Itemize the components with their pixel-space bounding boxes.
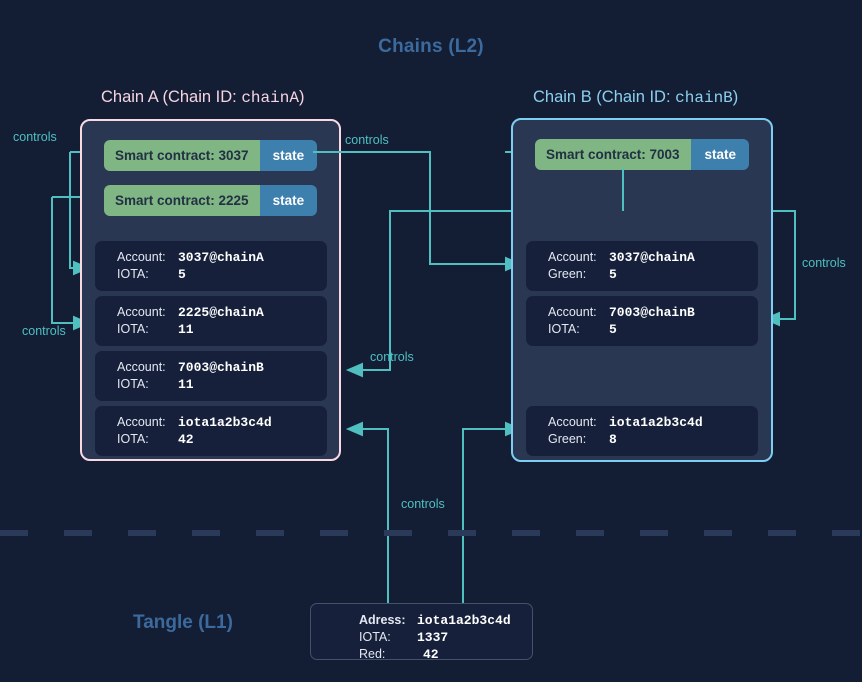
smart-contract-row[interactable]: Smart contract: 3037 state (104, 140, 317, 171)
account-key: Account: (117, 250, 166, 264)
account-line: Green: 8 (548, 431, 758, 448)
tangle-address-box[interactable]: Adress: iota1a2b3c4d IOTA: 1337 Red: 42 (310, 603, 533, 663)
chain-a-title-prefix: Chain A (Chain ID: (101, 88, 242, 106)
smart-contract-state-badge[interactable]: state (691, 139, 749, 170)
chain-a-title-suffix: ) (298, 88, 305, 106)
account-value: 3037@chainA (609, 250, 695, 265)
balance-value: 8 (609, 432, 617, 447)
account-value: 7003@chainB (178, 360, 264, 375)
balance-key: IOTA: (117, 267, 149, 281)
account-line: Account: iota1a2b3c4d (548, 414, 758, 431)
account-value: 2225@chainA (178, 305, 264, 320)
account-value: 7003@chainB (609, 305, 695, 320)
chain-a-title-id: chainA (241, 89, 299, 107)
account-line: IOTA: 42 (117, 431, 327, 448)
chain-b-title: Chain B (Chain ID: chainB) (533, 88, 738, 107)
account-line: IOTA: 5 (117, 266, 327, 283)
edge-label-left-top: controls (13, 130, 57, 144)
chain-b-title-id: chainB (675, 89, 733, 107)
edge-a3037-to-b-account (313, 151, 523, 272)
account-key: Account: (548, 415, 597, 429)
account-key: Account: (548, 305, 597, 319)
edge-label-mid-top: controls (345, 133, 389, 147)
smart-contract-label: Smart contract: 3037 (104, 140, 260, 171)
tangle-red-key: Red: (359, 647, 386, 661)
account-key: Account: (117, 360, 166, 374)
smart-contract-label: Smart contract: 2225 (104, 185, 260, 216)
smart-contract-row[interactable]: Smart contract: 2225 state (104, 185, 317, 216)
account-line: Account: iota1a2b3c4d (117, 414, 327, 431)
chain-a-title: Chain A (Chain ID: chainA) (101, 88, 304, 107)
account-box[interactable]: Account: iota1a2b3c4d Green: 8 (526, 406, 758, 456)
smart-contract-row[interactable]: Smart contract: 7003 state (535, 139, 749, 170)
account-box[interactable]: Account: iota1a2b3c4d IOTA: 42 (95, 406, 327, 456)
balance-value: 11 (178, 322, 194, 337)
balance-value: 42 (178, 432, 194, 447)
balance-value: 11 (178, 377, 194, 392)
balance-key: Green: (548, 267, 587, 281)
tangle-address-value: iota1a2b3c4d (417, 613, 511, 628)
chain-a-contracts: Smart contract: 3037 state Smart contrac… (82, 121, 339, 230)
balance-value: 5 (178, 267, 186, 282)
tangle-iota-key: IOTA: (359, 630, 391, 644)
balance-value: 5 (609, 267, 617, 282)
account-line: Account: 7003@chainB (548, 304, 758, 321)
edge-label-mid-bottom: controls (370, 350, 414, 364)
page-title: Chains (L2) (378, 36, 484, 57)
account-key: Account: (117, 305, 166, 319)
balance-key: IOTA: (117, 322, 149, 336)
tangle-address-key: Adress: (359, 613, 406, 627)
tangle-dashed-line (0, 530, 862, 536)
tangle-address-line: Adress: iota1a2b3c4d (359, 612, 532, 629)
balance-key: IOTA: (117, 377, 149, 391)
balance-key: IOTA: (117, 432, 149, 446)
account-box[interactable]: Account: 3037@chainA IOTA: 5 (95, 241, 327, 291)
account-box[interactable]: Account: 2225@chainA IOTA: 11 (95, 296, 327, 346)
account-value: iota1a2b3c4d (178, 415, 272, 430)
edge-tangle-to-a-account (345, 421, 389, 603)
account-line: IOTA: 11 (117, 321, 327, 338)
tangle-iota-line: IOTA: 1337 (359, 629, 532, 646)
tangle-red-value: 42 (423, 647, 439, 662)
account-box[interactable]: Account: 3037@chainA Green: 5 (526, 241, 758, 291)
account-value: iota1a2b3c4d (609, 415, 703, 430)
edge-label-right: controls (802, 256, 846, 270)
tangle-red-line: Red: 42 (359, 646, 532, 663)
edge-label-bottom: controls (401, 497, 445, 511)
smart-contract-state-badge[interactable]: state (259, 185, 317, 216)
account-value: 3037@chainA (178, 250, 264, 265)
account-line: IOTA: 11 (117, 376, 327, 393)
chain-b-contracts: Smart contract: 7003 state (513, 120, 771, 184)
account-line: IOTA: 5 (548, 321, 758, 338)
account-line: Account: 3037@chainA (117, 249, 327, 266)
account-line: Account: 7003@chainB (117, 359, 327, 376)
balance-key: IOTA: (548, 322, 580, 336)
account-key: Account: (117, 415, 166, 429)
account-key: Account: (548, 250, 597, 264)
account-line: Account: 3037@chainA (548, 249, 758, 266)
chain-b-title-suffix: ) (732, 88, 739, 106)
tangle-iota-value: 1337 (417, 630, 449, 645)
edge-label-left-bottom: controls (22, 324, 66, 338)
smart-contract-state-badge[interactable]: state (259, 140, 317, 171)
account-line: Account: 2225@chainA (117, 304, 327, 321)
account-box[interactable]: Account: 7003@chainB IOTA: 5 (526, 296, 758, 346)
smart-contract-label: Smart contract: 7003 (535, 139, 692, 170)
balance-value: 5 (609, 322, 617, 337)
balance-key: Green: (548, 432, 587, 446)
chain-b-title-prefix: Chain B (Chain ID: (533, 88, 676, 106)
tangle-title: Tangle (L1) (133, 612, 233, 633)
account-line: Green: 5 (548, 266, 758, 283)
account-box[interactable]: Account: 7003@chainB IOTA: 11 (95, 351, 327, 401)
